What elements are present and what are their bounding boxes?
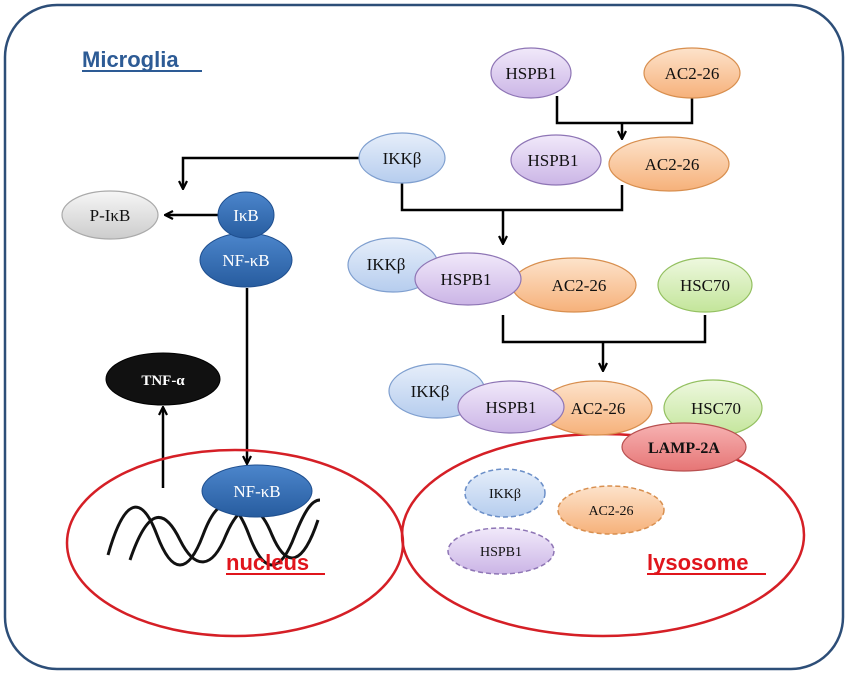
node-ac226-top	[643, 47, 741, 99]
node-hspb1-top	[490, 47, 572, 99]
node-ac226-lysosome	[557, 485, 665, 535]
label-ikb: IκB	[233, 206, 259, 225]
label-hsc70: HSC70	[680, 276, 730, 295]
label-ac226-complex2: AC2-26	[552, 276, 607, 295]
label-lamp2a: LAMP-2A	[648, 440, 720, 457]
node-ikb	[217, 191, 275, 239]
node-ikkb-lysosome	[464, 468, 546, 518]
label-hspb1-top: HSPB1	[505, 64, 556, 83]
node-hspb1-complex3	[457, 380, 565, 434]
label-ikkb-complex2: IKKβ	[367, 255, 406, 274]
node-tnfa	[105, 352, 221, 406]
label-hspb1-complex2: HSPB1	[440, 270, 491, 289]
label-hspb1-lysosome: HSPB1	[480, 545, 522, 560]
label-ikkb: IKKβ	[383, 149, 422, 168]
label-hspb1-complex3: HSPB1	[485, 398, 536, 417]
label-hspb1-complex1: HSPB1	[527, 151, 578, 170]
label-nfkb-cytoplasm: NF-κB	[222, 251, 269, 270]
lysosome-label: lysosome	[647, 550, 749, 575]
nucleus-label: nucleus	[226, 550, 309, 575]
node-p-ikb	[61, 190, 159, 240]
label-hsc70-complex3: HSC70	[691, 399, 741, 418]
node-hspb1-complex2	[414, 252, 522, 306]
merge-hspb1-ac226	[555, 96, 694, 125]
arrow-ikkb-to-ikb	[183, 156, 360, 188]
node-lamp2a	[621, 422, 747, 472]
node-hsc70	[657, 257, 753, 313]
node-hspb1-lysosome	[447, 527, 555, 575]
node-ac226-complex1	[608, 136, 730, 192]
label-ac226-complex3: AC2-26	[571, 399, 626, 418]
label-ac226-top: AC2-26	[665, 64, 720, 83]
node-hspb1-complex1	[510, 134, 602, 186]
label-ikkb-lysosome: IKKβ	[489, 487, 521, 502]
merge-ikkb-complex1	[400, 182, 624, 212]
label-ikkb-complex3: IKKβ	[411, 382, 450, 401]
node-nfkb-nucleus	[201, 464, 313, 518]
label-ac226-complex1: AC2-26	[645, 155, 700, 174]
cell-title: Microglia	[82, 47, 179, 72]
label-nfkb-nucleus: NF-κB	[233, 482, 280, 501]
label-ac226-lysosome: AC2-26	[588, 504, 633, 519]
node-ikkb	[358, 132, 446, 184]
label-tnfa: TNF-α	[141, 373, 185, 389]
label-p-ikb: P-IκB	[90, 206, 131, 225]
